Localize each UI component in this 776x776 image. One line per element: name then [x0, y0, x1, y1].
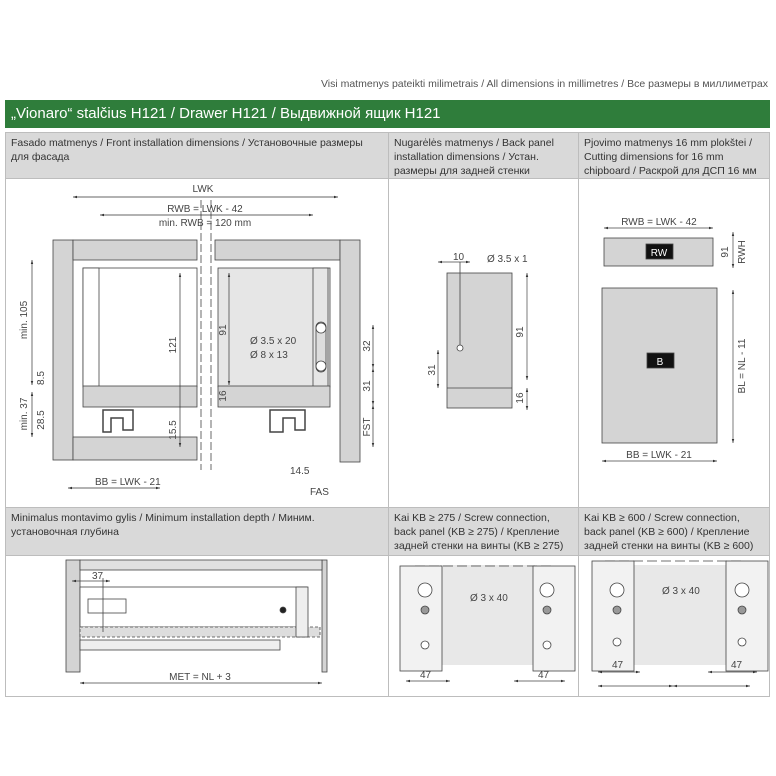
screw275-header: Kai KB ≥ 275 / Screw connection, back pa… — [388, 507, 579, 556]
screw600-header: Kai KB ≥ 600 / Screw connection, back pa… — [578, 507, 770, 556]
units-note: Visi matmenys pateikti milimetrais / All… — [320, 78, 768, 90]
back-header: Nugarėlės matmenys / Back panel installa… — [388, 132, 579, 179]
page-title: „Vionaro“ stalčius H121 / Drawer H121 / … — [5, 100, 770, 128]
cutting-header: Pjovimo matmenys 16 mm plokštei / Cuttin… — [578, 132, 770, 179]
cutting-drawing-cell — [578, 178, 770, 508]
front-header: Fasado matmenys / Front installation dim… — [5, 132, 389, 179]
screw275-drawing-cell — [388, 555, 579, 697]
back-drawing-cell — [388, 178, 579, 508]
front-drawing-cell — [5, 178, 389, 508]
depth-header: Minimalus montavimo gylis / Minimum inst… — [5, 507, 389, 556]
screw600-drawing-cell — [578, 555, 770, 697]
depth-drawing-cell — [5, 555, 389, 697]
